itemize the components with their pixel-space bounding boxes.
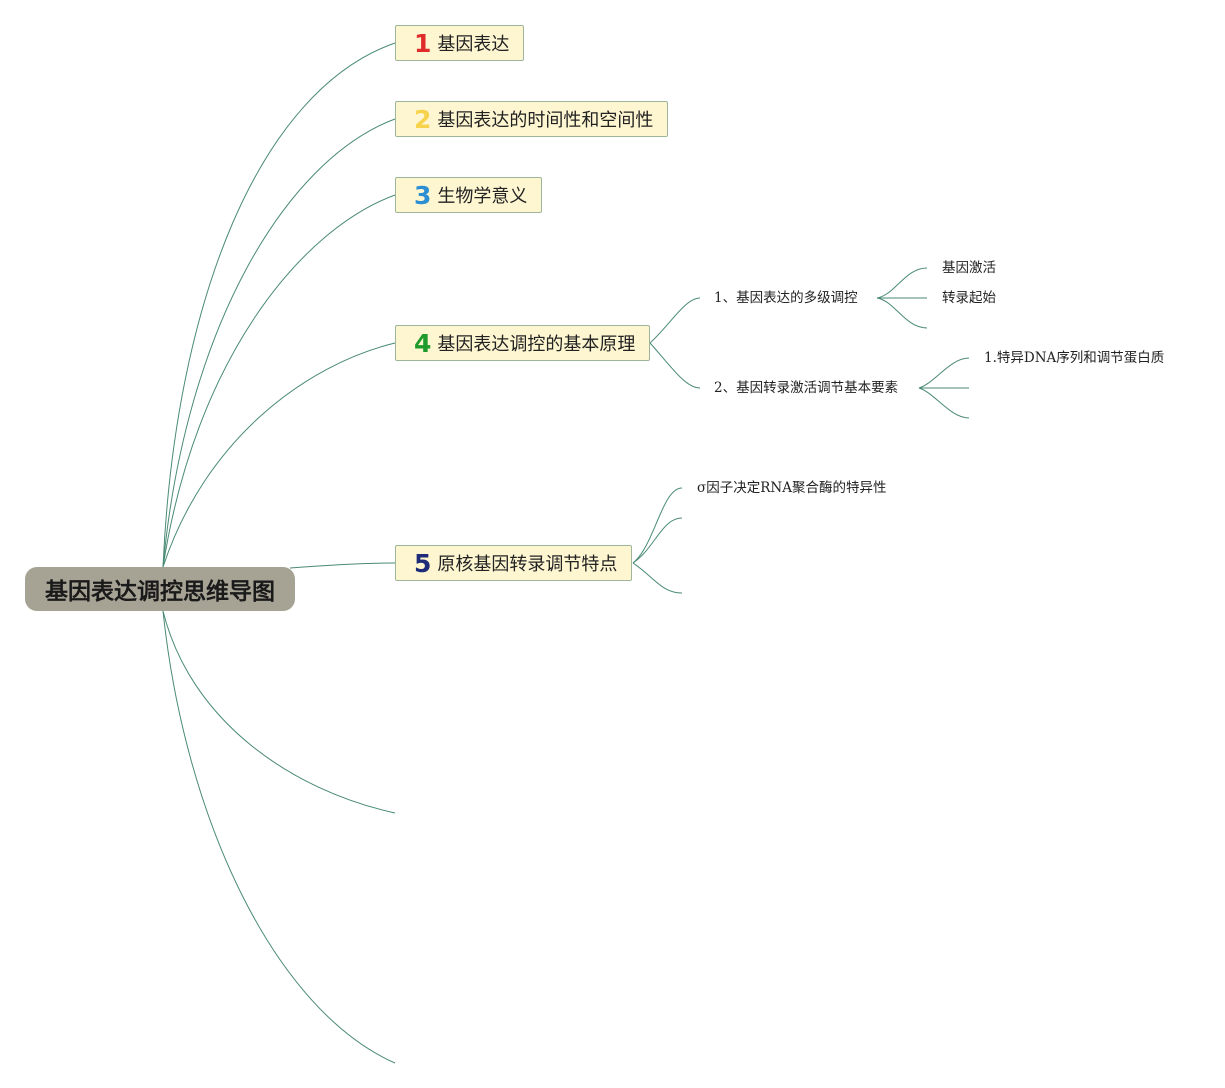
connector-root-topic-3 — [162, 194, 396, 568]
topic-4[interactable]: 4 基因表达调控的基本原理 — [395, 325, 651, 361]
topic-4-number-icon: 4 — [414, 328, 432, 358]
root-topic-label: 基因表达调控思维导图 — [45, 579, 275, 605]
topic-3[interactable]: 3 生物学意义 — [395, 177, 543, 213]
subtopic-sigma-factor[interactable]: σ因子决定RNA聚合酶的特异性 — [697, 480, 887, 496]
topic-4-label: 基因表达调控的基本原理 — [437, 334, 636, 355]
connector-sub1-leaf3 — [876, 297, 928, 329]
connector-root-topic-4 — [162, 342, 396, 568]
topic-3-label: 生物学意义 — [437, 186, 528, 207]
connector-root-topic-1 — [162, 42, 396, 568]
connector-topic5-sub1 — [632, 487, 683, 564]
leaf-specific-dna-and-proteins[interactable]: 1.特异DNA序列和调节蛋白质 — [984, 350, 1165, 366]
topic-3-number-icon: 3 — [414, 180, 432, 210]
subtopic-multilevel-regulation[interactable]: 1、基因表达的多级调控 — [714, 290, 858, 306]
topic-5[interactable]: 5 原核基因转录调节特点 — [395, 545, 633, 581]
root-topic[interactable]: 基因表达调控思维导图 — [25, 567, 295, 611]
connector-root-topic-5 — [289, 562, 396, 569]
topic-1[interactable]: 1 基因表达 — [395, 25, 525, 61]
connector-root-topic-2 — [162, 118, 396, 568]
connector-topic4-sub1 — [649, 297, 701, 344]
topic-2[interactable]: 2 基因表达的时间性和空间性 — [395, 101, 669, 137]
topic-1-label: 基因表达 — [437, 34, 510, 55]
connector-topic4-sub2 — [649, 342, 701, 389]
connector-topic5-sub2 — [632, 517, 683, 564]
subtopic-transcription-activation-elements[interactable]: 2、基因转录激活调节基本要素 — [714, 380, 899, 396]
topic-5-number-icon: 5 — [414, 548, 432, 578]
connector-root-empty-6 — [162, 610, 396, 814]
connector-topic5-sub3 — [632, 562, 683, 594]
topic-2-label: 基因表达的时间性和空间性 — [437, 110, 654, 131]
connector-sub2-leaf3 — [918, 387, 970, 419]
connector-sub2-leaf1 — [918, 357, 970, 389]
leaf-gene-activation[interactable]: 基因激活 — [942, 260, 996, 276]
topic-1-number-icon: 1 — [414, 28, 432, 58]
topic-2-number-icon: 2 — [414, 104, 432, 134]
topic-5-label: 原核基因转录调节特点 — [437, 554, 618, 575]
leaf-transcription-initiation[interactable]: 转录起始 — [942, 290, 996, 306]
connector-sub1-leaf1 — [876, 267, 928, 299]
connector-root-empty-7 — [162, 610, 396, 1064]
